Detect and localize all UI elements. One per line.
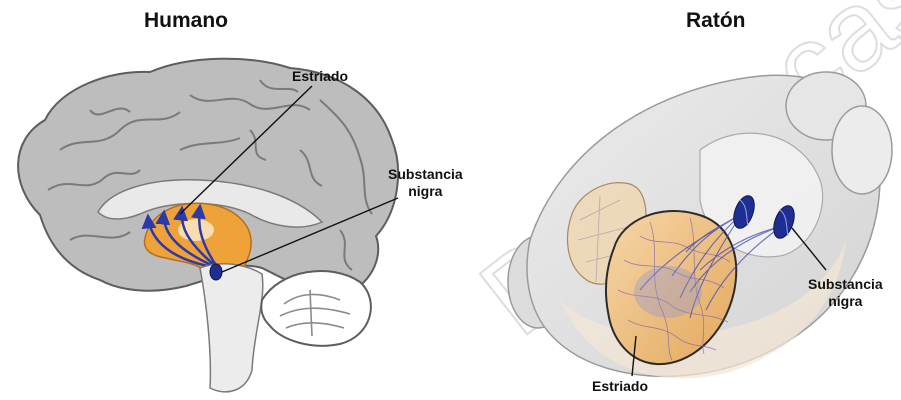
human-cerebellum: [261, 271, 371, 346]
mouse-striatum-label: Estriado: [592, 378, 648, 395]
human-brainstem: [200, 264, 263, 392]
mouse-substantia-nigra-label: Substancia nigra: [808, 276, 883, 310]
human-panel-title: Humano: [144, 8, 228, 33]
human-striatum-label: Estriado: [292, 68, 348, 85]
mouse-panel-title: Ratón: [686, 8, 746, 33]
mouse-brain-illustration: [508, 72, 892, 378]
human-substantia-nigra-label: Substancia nigra: [388, 166, 463, 200]
human-brain-illustration: [18, 59, 398, 392]
human-substantia-nigra: [210, 264, 222, 280]
